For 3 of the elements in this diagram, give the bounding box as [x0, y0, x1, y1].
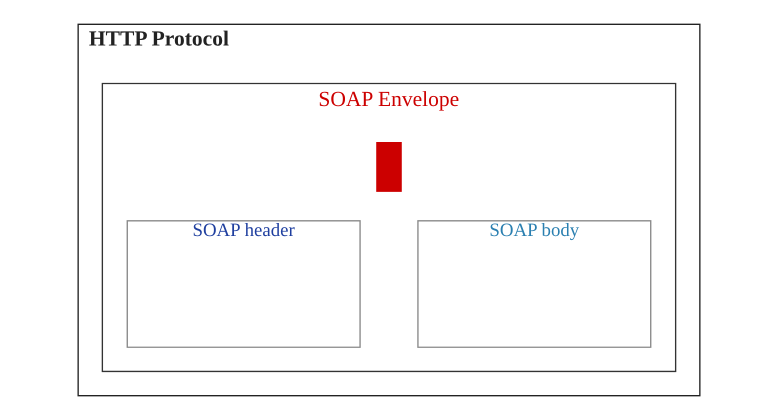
- node-box: SOAP body: [417, 220, 652, 348]
- node-box: SOAP header: [126, 220, 361, 348]
- node-box: [376, 142, 402, 192]
